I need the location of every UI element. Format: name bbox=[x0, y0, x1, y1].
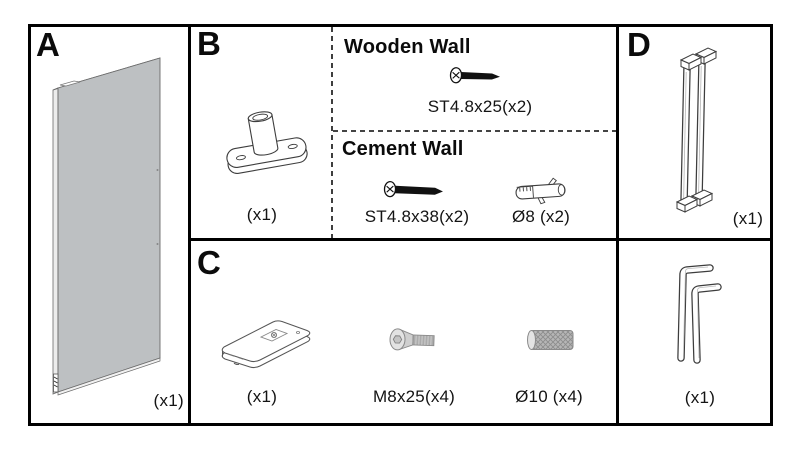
door-pull-handle-illustration bbox=[675, 47, 718, 213]
cover-plate-illustration bbox=[221, 320, 311, 369]
divider-col-a-b bbox=[188, 24, 191, 426]
cell-a-qty: (x1) bbox=[153, 391, 184, 410]
cell-b-label: B bbox=[197, 25, 221, 62]
divider-col-b-d bbox=[616, 24, 619, 426]
cell-c-label: C bbox=[197, 244, 221, 281]
concrete-screw-icon bbox=[383, 180, 443, 198]
knurled-dowel-icon bbox=[527, 330, 574, 350]
cell-c-qty: (x1) bbox=[246, 387, 278, 406]
countersunk-bolt-label: M8x25(x4) bbox=[372, 387, 456, 406]
concrete-screw-label: ST4.8x38(x2) bbox=[364, 207, 470, 226]
wall-anchor-icon bbox=[515, 177, 566, 205]
wooden-wall-title: Wooden Wall bbox=[344, 36, 471, 58]
wood-screw-label: ST4.8x25(x2) bbox=[427, 97, 533, 116]
floor-guide-illustration bbox=[226, 111, 308, 174]
cell-d-qty: (x1) bbox=[732, 209, 764, 228]
divider-row-b-c bbox=[188, 238, 773, 241]
cement-wall-title: Cement Wall bbox=[342, 138, 464, 160]
cell-a-label: A bbox=[36, 26, 60, 63]
cell-b-qty: (x1) bbox=[246, 205, 278, 224]
diagram-outer-frame bbox=[28, 24, 773, 426]
cell-d-label: D bbox=[627, 26, 651, 63]
countersunk-bolt-icon bbox=[389, 328, 435, 351]
allen-keys-illustration bbox=[677, 264, 722, 364]
wood-screw-icon bbox=[449, 67, 500, 84]
knurled-dowel-label: Ø10 (x4) bbox=[515, 387, 583, 406]
tools-qty: (x1) bbox=[684, 388, 716, 407]
door-panel-illustration bbox=[52, 57, 161, 396]
wall-anchor-label: Ø8 (x2) bbox=[511, 207, 571, 226]
